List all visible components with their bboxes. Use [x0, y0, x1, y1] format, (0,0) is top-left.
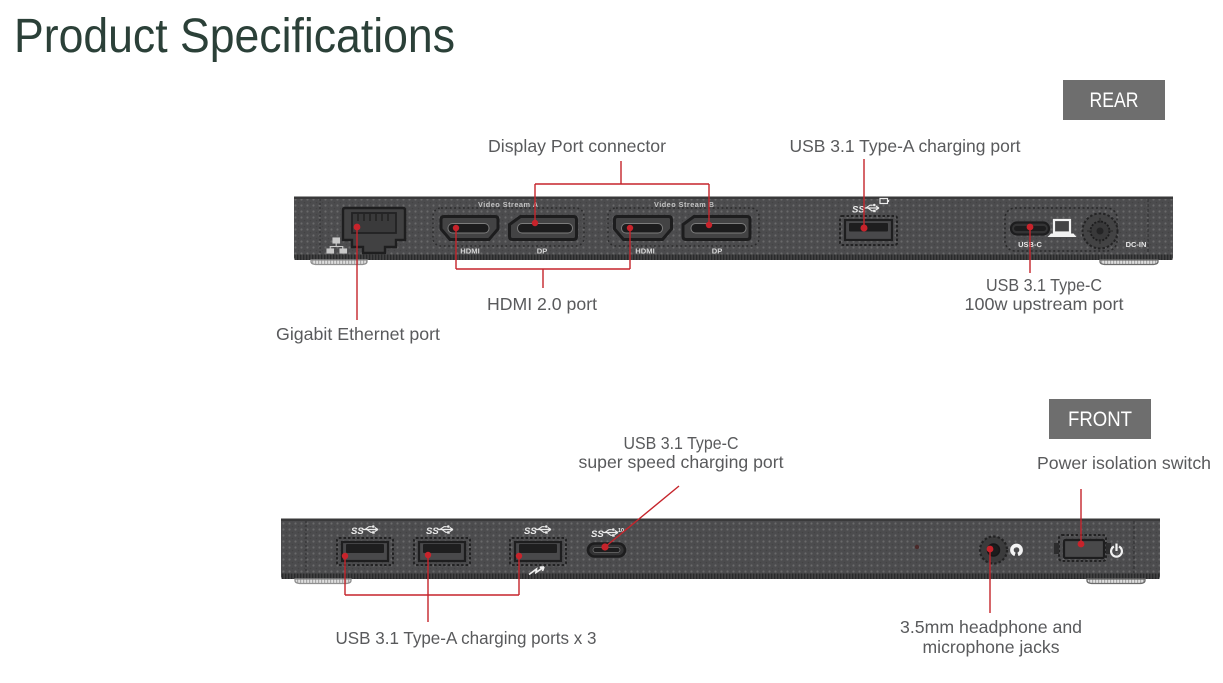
svg-text:DC-IN: DC-IN	[1126, 240, 1147, 249]
svg-text:REAR: REAR	[1090, 89, 1139, 112]
svg-text:Power isolation switch: Power isolation switch	[1037, 453, 1211, 473]
svg-text:3.5mm headphone and: 3.5mm headphone and	[900, 617, 1082, 637]
svg-text:Product Specifications: Product Specifications	[14, 10, 455, 63]
svg-text:USB 3.1 Type-A charging port: USB 3.1 Type-A charging port	[790, 136, 1021, 156]
svg-text:super speed charging port: super speed charging port	[579, 452, 784, 472]
svg-text:Video Stream A: Video Stream A	[478, 200, 539, 209]
svg-text:DP: DP	[537, 247, 548, 256]
svg-text:Video Stream B: Video Stream B	[654, 200, 714, 209]
svg-text:microphone jacks: microphone jacks	[923, 637, 1060, 657]
svg-text:HDMI 2.0 port: HDMI 2.0 port	[487, 294, 597, 314]
svg-text:Display Port connector: Display Port connector	[488, 136, 666, 156]
svg-text:FRONT: FRONT	[1068, 408, 1132, 431]
svg-text:Gigabit Ethernet port: Gigabit Ethernet port	[276, 324, 440, 344]
svg-text:HDMI: HDMI	[635, 247, 654, 256]
svg-text:USB 3.1 Type-A charging ports: USB 3.1 Type-A charging ports x 3	[336, 628, 597, 648]
svg-text:100w upstream port: 100w upstream port	[965, 294, 1124, 314]
svg-text:10: 10	[618, 528, 624, 534]
svg-text:HDMI: HDMI	[460, 247, 479, 256]
svg-text:USB 3.1 Type-C: USB 3.1 Type-C	[624, 433, 739, 453]
svg-text:USB 3.1 Type-C: USB 3.1 Type-C	[986, 275, 1102, 295]
svg-text:DP: DP	[712, 247, 723, 256]
